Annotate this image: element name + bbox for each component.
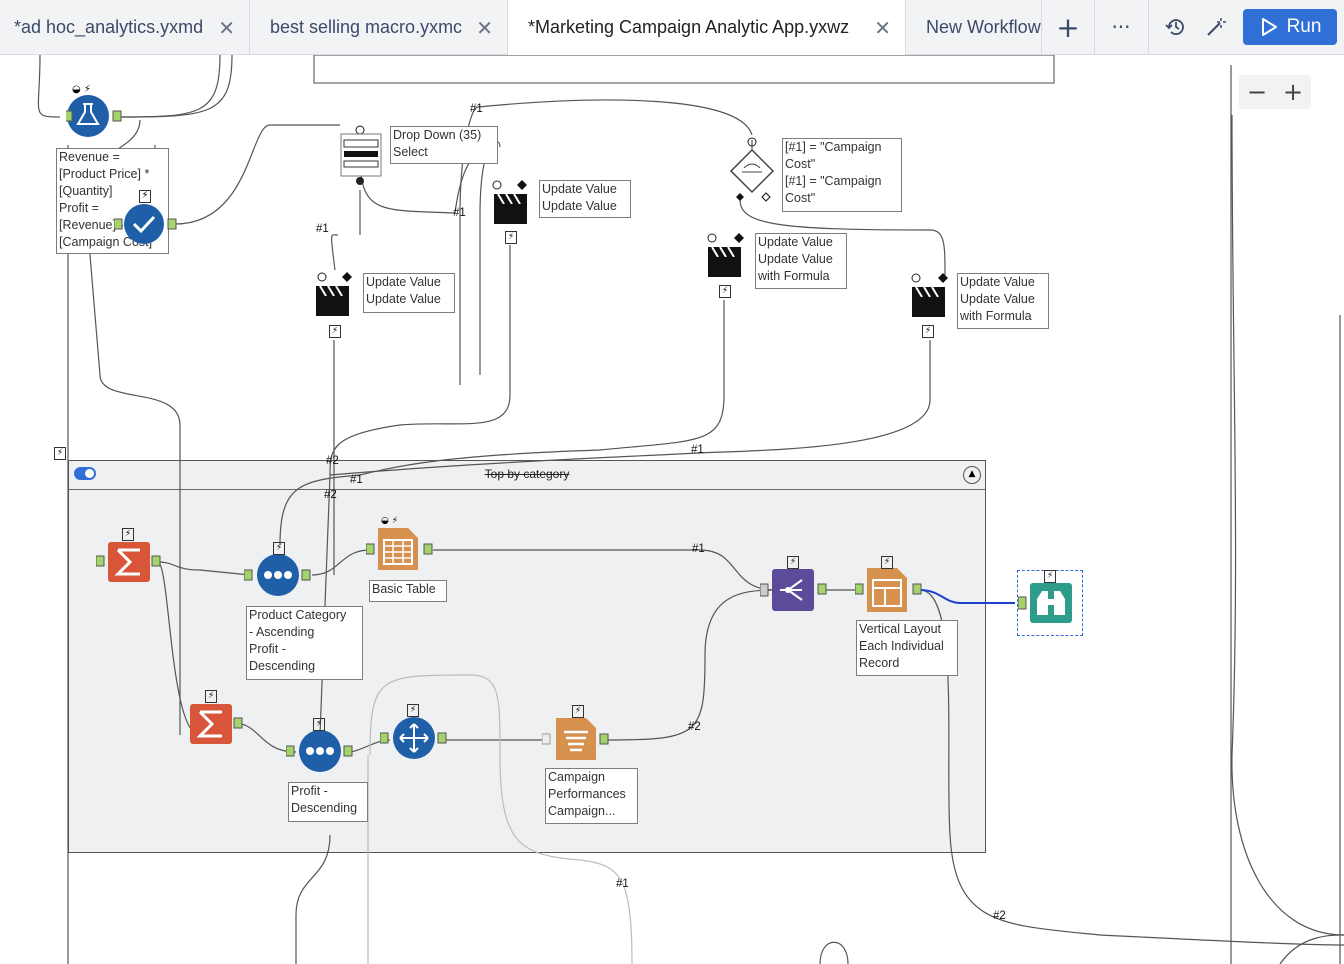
lightning-icon: ⚡ [407, 704, 419, 717]
connection-label: #1 [350, 474, 363, 486]
tab-best-selling-macro[interactable]: best selling macro.yxmc ✕ [250, 0, 508, 54]
annotation-sort-1: Product Category - Ascending Profit - De… [246, 606, 363, 680]
tab-label: *Marketing Campaign Analytic App.yxwz [528, 17, 850, 37]
lightning-icon: ⚡ [881, 556, 893, 569]
action-tool[interactable] [706, 233, 746, 285]
summarize-tool[interactable] [95, 540, 166, 588]
transform-tool[interactable] [379, 716, 450, 764]
annotation-campaign-performances: Campaign Performances Campaign... [545, 768, 638, 824]
report-text-tool[interactable] [541, 716, 614, 766]
annotation-layout: Vertical Layout Each Individual Record [856, 620, 958, 676]
annotation-sort-2: Profit - Descending [288, 782, 368, 822]
annotation-dropdown: Drop Down (35) Select [390, 126, 498, 164]
lightning-icon: ⚡ [1044, 570, 1056, 583]
dropdown-tool[interactable] [340, 124, 384, 190]
connection-label: #1 [470, 103, 483, 115]
table-tool[interactable] [365, 526, 438, 576]
sort-tool[interactable] [243, 553, 314, 601]
container-header: Top by category ▲ [69, 461, 985, 490]
close-icon[interactable]: ✕ [218, 18, 235, 40]
lightning-icon: ⚡ [54, 447, 66, 460]
condition-tool[interactable] [728, 136, 776, 210]
lightning-icon: ⚡ [505, 231, 517, 244]
union-tool[interactable] [759, 567, 830, 617]
lightning-icon: ⚡ [139, 190, 151, 203]
tab-bar: *ad hoc_analytics.yxmd ✕ best selling ma… [0, 0, 1344, 55]
tab-label: best selling macro.yxmc [270, 16, 463, 37]
run-button[interactable]: Run [1243, 9, 1337, 45]
zoom-out-button[interactable]: − [1246, 78, 1268, 106]
magic-wand-icon[interactable] [1198, 0, 1234, 54]
connection-label: #1 [316, 223, 329, 235]
run-label: Run [1286, 16, 1322, 37]
lightning-icon: ⚡ [787, 556, 799, 569]
annotation-condition: [#1] = "Campaign Cost" [#1] = "Campaign … [782, 138, 902, 212]
connection-label: #2 [326, 455, 339, 467]
lightning-icon: ⚡ [205, 690, 217, 703]
collapse-icon[interactable]: ▲ [963, 466, 981, 484]
lightning-icon: ⚡ [329, 325, 341, 338]
layout-tool[interactable] [854, 566, 927, 618]
history-icon[interactable] [1158, 0, 1194, 54]
lightning-icon: ⚡ [922, 325, 934, 338]
annotation-update-value-1: Update Value Update Value [539, 180, 631, 218]
tab-adhoc-analytics[interactable]: *ad hoc_analytics.yxmd ✕ [0, 0, 250, 54]
tab-label: New Workflow [926, 16, 1041, 37]
tab-marketing-campaign[interactable]: *Marketing Campaign Analytic App.yxwz ✕ [508, 0, 906, 55]
close-icon[interactable]: ✕ [476, 18, 493, 40]
connection-wires [37, 55, 1344, 964]
select-tool[interactable] [113, 202, 178, 250]
lightning-icon: ⚡ [122, 528, 134, 541]
annotation-basic-table: Basic Table [369, 580, 447, 602]
connection-label: #2 [324, 489, 337, 501]
action-tool[interactable] [492, 180, 532, 232]
close-icon[interactable]: ✕ [874, 18, 891, 40]
zoom-in-button[interactable]: + [1282, 78, 1304, 106]
connection-label: #2 [993, 910, 1006, 922]
zoom-controls: − + [1239, 75, 1311, 109]
container-toggle[interactable] [74, 467, 96, 480]
sort-tool[interactable] [285, 729, 356, 777]
tab-label: *ad hoc_analytics.yxmd [14, 16, 204, 37]
plus-icon[interactable]: + [1042, 0, 1095, 54]
annotation-update-value-4: Update Value Update Value with Formula [957, 273, 1049, 329]
lightning-icon: ⚡ [719, 285, 731, 298]
tool-container-top-by-category[interactable]: Top by category ▲ [68, 460, 986, 853]
ellipsis-icon[interactable]: ··· [1094, 0, 1149, 54]
workflow-canvas[interactable]: Top by category ▲ [0, 55, 1344, 964]
question-icon: ◒ ⚡ [72, 84, 91, 95]
tab-new-workflow[interactable]: New Workflow [906, 0, 1042, 54]
lightning-icon: ⚡ [313, 718, 325, 731]
browse-tool[interactable] [1017, 570, 1083, 636]
annotation-update-value-2: Update Value Update Value [363, 273, 455, 313]
formula-tool[interactable] [63, 94, 122, 142]
lightning-icon: ⚡ [572, 705, 584, 718]
connection-label: #2 [688, 721, 701, 733]
action-tool[interactable] [910, 273, 950, 325]
summarize-tool[interactable] [178, 702, 248, 750]
lightning-icon: ⚡ [273, 542, 285, 555]
container-title: Top by category [484, 467, 570, 481]
connection-label: #1 [453, 207, 466, 219]
connection-label: #1 [691, 444, 704, 456]
connection-label: #1 [692, 543, 705, 555]
question-icon: ◒ ⚡ [381, 516, 399, 526]
connection-label: #1 [616, 878, 629, 890]
annotation-update-value-3: Update Value Update Value with Formula [755, 233, 847, 289]
play-icon [1261, 18, 1277, 36]
action-tool[interactable] [314, 272, 354, 324]
